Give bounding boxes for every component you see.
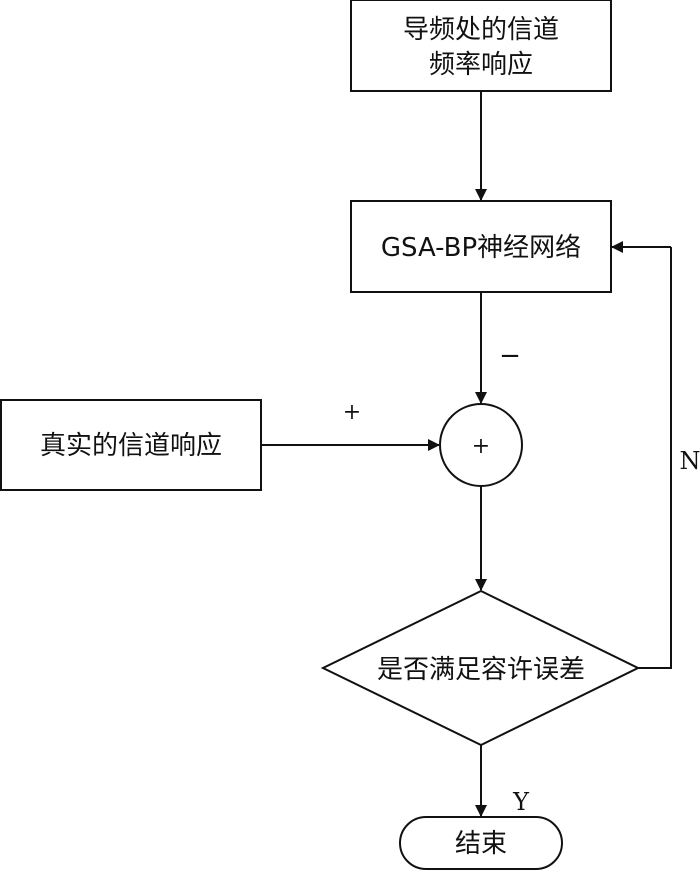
pilot-response-line1: 导频处的信道 [403,15,559,45]
pilot-response-box [350,0,612,92]
decision-label: 是否满足容许误差 [377,655,585,685]
minus-sign: − [499,341,521,371]
pilot-response-line2: 频率响应 [429,50,533,80]
end-label: 结束 [455,829,507,859]
yes-label: Y [512,788,530,816]
no-feedback-line [638,247,672,669]
plus-sign: + [343,400,361,425]
gsa-bp-network-label: GSA-BP神经网络 [381,233,581,263]
gsa-bp-network-box [350,200,612,293]
real-channel-response-label: 真实的信道响应 [40,431,222,461]
sum-node-label: + [472,434,490,459]
no-label: N [680,447,700,475]
end-terminator [399,816,563,870]
